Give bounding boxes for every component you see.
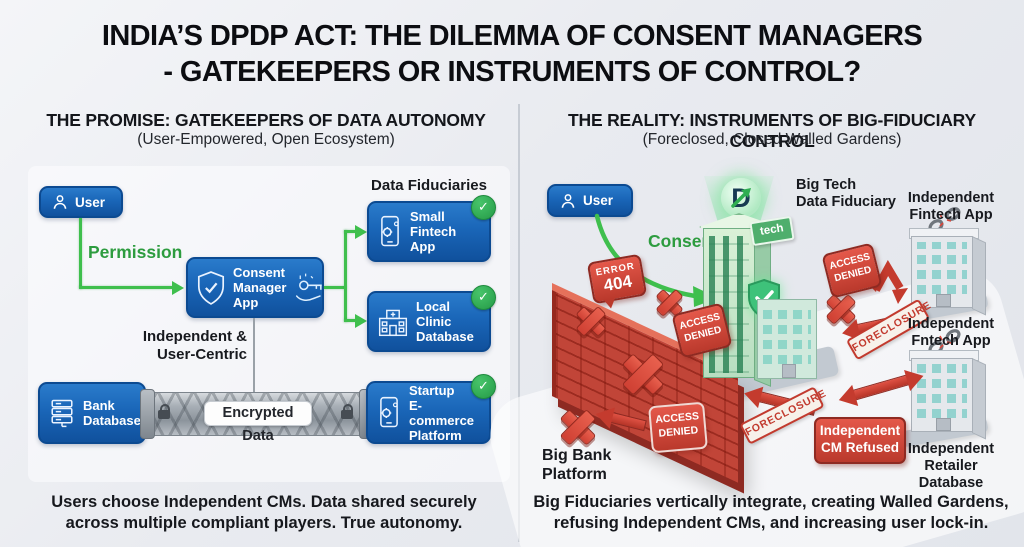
logo-arrow-icon <box>731 188 751 208</box>
gray-building-side <box>972 358 986 440</box>
independent-fintech-top-label: Independent Fintech App <box>907 190 995 223</box>
bank-database-label: Bank Database <box>83 398 141 428</box>
phone-gear-icon <box>376 395 402 431</box>
panel-divider <box>518 104 520 542</box>
building-windows <box>917 364 967 418</box>
small-fintech-label: Small Fintech App <box>410 209 457 254</box>
page-title: INDIA’S DPDP ACT: THE DILEMMA OF CONSENT… <box>0 18 1024 90</box>
user-label: User <box>75 194 106 210</box>
check-badge-icon: ✓ <box>471 285 496 310</box>
title-line-1: INDIA’S DPDP ACT: THE DILEMMA OF CONSENT… <box>101 20 923 52</box>
big-tech-label: Big Tech Data Fiduciary <box>796 177 896 210</box>
gray-building-side <box>972 236 986 316</box>
tech-sign: tech <box>749 215 795 247</box>
independent-fintech-mid-label: Independent Fntech App <box>907 316 995 349</box>
branch-line-vertical <box>344 230 347 322</box>
annex-building <box>757 299 817 379</box>
pipe-cap-left <box>140 389 155 439</box>
server-icon <box>48 397 76 429</box>
user-box-left: User <box>39 186 123 218</box>
left-panel-subheading: (User-Empowered, Open Ecosystem) <box>137 131 395 148</box>
lock-icon <box>341 404 353 419</box>
title-line-2: - GATEKEEPERS OR INSTRUMENTS OF CONTROL? <box>163 56 861 88</box>
branch-line-horizontal <box>324 286 346 289</box>
lock-icon <box>158 404 170 419</box>
user-icon <box>51 193 69 211</box>
building-door <box>782 364 796 378</box>
building-windows <box>763 306 811 364</box>
local-clinic-box: Local Clinic Database ✓ <box>367 285 496 352</box>
permission-arrowhead <box>172 281 184 295</box>
clinic-building-icon <box>377 306 409 338</box>
big-bank-label: Big Bank Platform <box>542 447 612 483</box>
data-fiduciaries-title: Data Fiduciaries <box>371 177 487 194</box>
cm-pipe-connector <box>253 318 255 394</box>
local-clinic-label: Local Clinic Database <box>416 299 474 344</box>
left-panel-heading: THE PROMISE: GATEKEEPERS OF DATA AUTONOM… <box>46 110 486 130</box>
building-door <box>936 294 951 307</box>
permission-line-horizontal <box>79 286 173 289</box>
consent-label: Consent <box>648 231 718 251</box>
cm-note: Independent & User-Centric <box>142 328 247 363</box>
phone-gear-icon <box>377 214 403 250</box>
consent-manager-box: Consent Manager App <box>186 257 324 318</box>
branch-bottom-arrowhead <box>355 314 367 328</box>
right-panel-heading: THE REALITY: INSTRUMENTS OF BIG-FIDUCIAR… <box>568 110 976 151</box>
key-hand-icon <box>293 271 329 305</box>
branch-top-stub <box>344 230 357 233</box>
consent-manager-label: Consent Manager App <box>233 265 287 310</box>
right-caption: Big Fiduciaries vertically integrate, cr… <box>533 493 1009 532</box>
fintech-building-top <box>911 236 973 308</box>
user-box-right: User <box>547 184 633 217</box>
cm-refused-sign: Independent CM Refused <box>814 417 906 464</box>
dpdp-logo-icon: D <box>721 178 761 218</box>
retailer-building <box>911 358 973 432</box>
small-fintech-box: Small Fintech App ✓ <box>367 195 496 262</box>
shield-check-icon <box>196 270 226 306</box>
independent-retailer-label: Independent Retailer Database <box>907 441 995 491</box>
check-badge-icon: ✓ <box>471 195 496 220</box>
access-denied-sign: ACCESS DENIED <box>648 401 708 454</box>
encrypted-data-label: Encrypted Data <box>204 401 312 444</box>
left-caption: Users choose Independent CMs. Data share… <box>51 493 477 532</box>
startup-ecommerce-label: Startup E-commerce Platform <box>409 382 475 443</box>
permission-line-vertical <box>79 218 82 289</box>
check-badge-icon: ✓ <box>471 374 496 399</box>
right-panel-subheading: (Foreclosed, Closed Walled Gardens) <box>642 131 902 148</box>
branch-top-arrowhead <box>355 225 367 239</box>
user-label: User <box>583 193 614 208</box>
building-door <box>936 418 951 431</box>
permission-label: Permission <box>88 242 183 262</box>
bank-database-box: Bank Database <box>38 382 146 444</box>
building-windows <box>917 242 967 294</box>
branch-bottom-stub <box>344 319 357 322</box>
user-icon <box>559 192 577 210</box>
startup-ecommerce-box: Startup E-commerce Platform ✓ <box>366 374 496 444</box>
